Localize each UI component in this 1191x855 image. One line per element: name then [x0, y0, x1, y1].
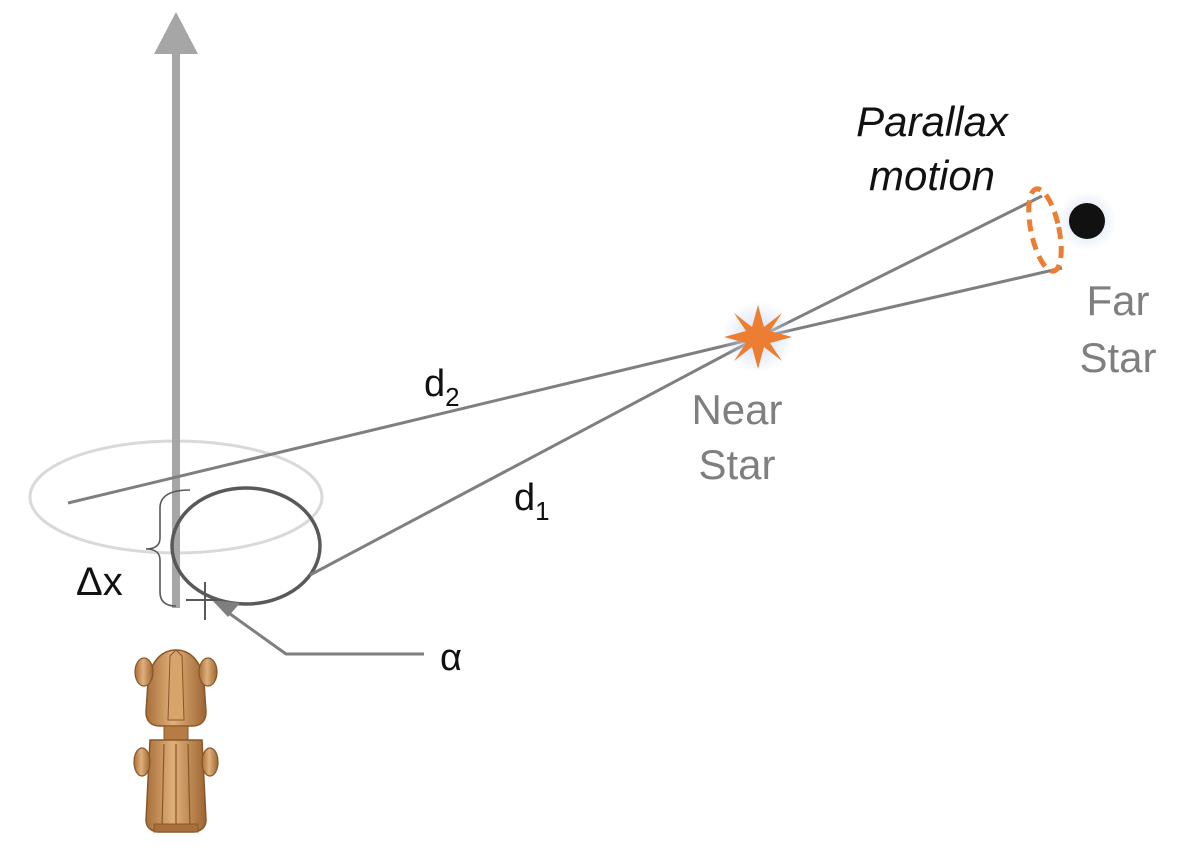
sight-line-upper [756, 194, 1043, 340]
d2-label-subscript: 2 [445, 382, 459, 412]
far-star-label-line1: Far [1087, 277, 1150, 324]
sight-line-d2 [67, 336, 758, 505]
d1-label-subscript: 1 [535, 496, 549, 526]
near-star-label-line1: Near [691, 386, 782, 433]
d1-label: d1 [514, 477, 550, 526]
parallax-label-line1: Parallax [856, 98, 1010, 145]
near-star-label-line2: Star [698, 441, 775, 488]
alpha-pointer [212, 600, 424, 656]
d2-label: d2 [424, 363, 460, 412]
far-star-label-line2: Star [1079, 334, 1156, 381]
alpha-label: α [440, 637, 462, 679]
delta-x-brace [145, 489, 191, 607]
delta-x-label: Δx [76, 560, 123, 604]
d1-label-base: d [514, 477, 535, 519]
orbit-dark [170, 486, 322, 606]
observer-marker [186, 582, 222, 620]
sight-line-lower [756, 266, 1063, 340]
sight-line-d1 [309, 336, 758, 577]
spacecraft-icon [133, 649, 219, 833]
d2-label-base: d [424, 363, 445, 405]
rotation-axis-arrow-icon [154, 12, 198, 608]
parallax-label-line2: motion [869, 152, 995, 199]
far-star-icon [1057, 191, 1117, 251]
near-star-icon [722, 301, 794, 373]
